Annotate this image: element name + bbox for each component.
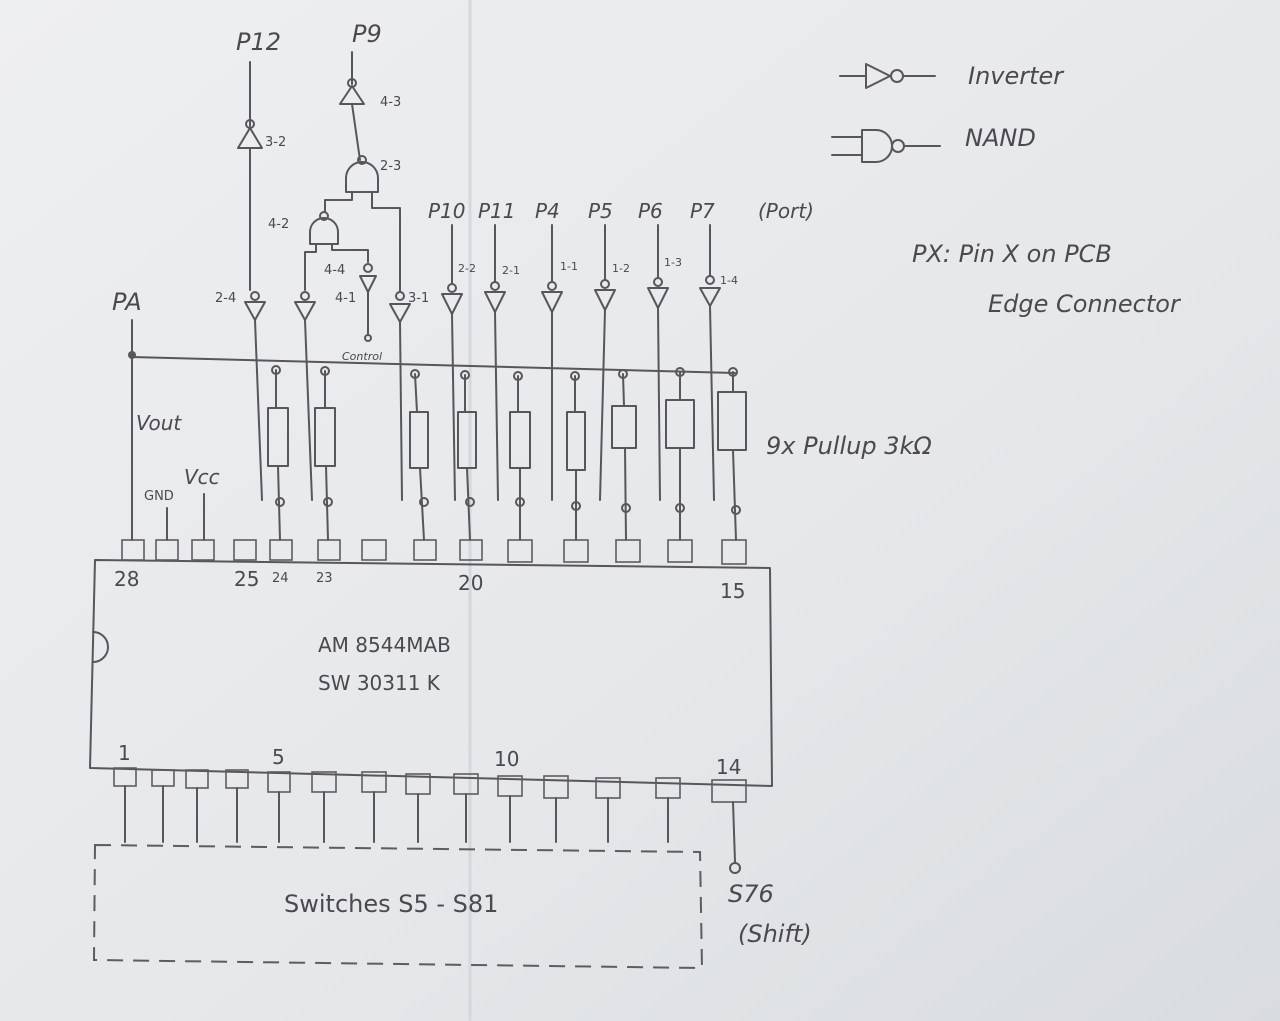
port-label-p9: P9 — [352, 20, 382, 48]
switch-box — [92, 843, 704, 970]
chip-top-pins — [121, 539, 747, 565]
gate-label-2-4: 2-4 — [215, 291, 236, 306]
gate-label-4-3: 4-3 — [380, 95, 401, 110]
legend-note-line2: Edge Connector — [988, 290, 1182, 318]
pullup-label: 9x Pullup 3kΩ — [766, 432, 932, 460]
pin-label-14: 14 — [716, 755, 741, 779]
gate-label-1-4: 1-4 — [720, 274, 738, 287]
gate-label-3-2: 3-2 — [265, 135, 286, 150]
chip-bottom-pins — [113, 767, 747, 863]
vcc-label: Vcc — [184, 465, 220, 489]
gate-label-3-1: 3-1 — [408, 291, 429, 306]
pullup-resistor — [457, 370, 477, 541]
pullup-resistor — [566, 371, 586, 541]
gate-label-2-1: 2-1 — [502, 264, 520, 277]
control-input — [364, 334, 372, 342]
pullup-resistor — [267, 365, 289, 541]
pin-label-24: 24 — [272, 571, 289, 586]
port-label-p6: P6 — [638, 199, 663, 223]
legend: Inverter NAND PX: Pin X on PCB Edge Conn… — [831, 62, 1182, 318]
switch-block: Switches S5 - S81 S76 (Shift) — [92, 843, 812, 970]
gate-label-4-4: 4-4 — [324, 263, 345, 278]
legend-nand-label: NAND — [965, 124, 1036, 152]
chip-body — [89, 559, 773, 787]
gate-label-1-1: 1-1 — [560, 260, 578, 273]
pin-label-1: 1 — [118, 741, 131, 765]
nand-4-2 — [309, 217, 339, 245]
port-labels: P12 P9 P10 P11 P4 P5 P6 P7 (Port) — [236, 20, 814, 223]
port-label-p12: P12 — [236, 28, 281, 56]
pullup-resistor — [717, 367, 747, 541]
pullup-rail — [131, 356, 736, 374]
gate-label-2-3: 2-3 — [380, 159, 401, 174]
pin-label-5: 5 — [272, 745, 285, 769]
port-label-p4: P4 — [535, 199, 560, 223]
inverter-4-4 — [359, 275, 377, 293]
port-label-p7: P7 — [690, 199, 715, 223]
gate-label-1-3: 1-3 — [664, 256, 682, 269]
shift-switch-id: S76 — [728, 880, 774, 908]
pa-label: PA — [112, 288, 142, 316]
pin-label-20: 20 — [458, 571, 483, 595]
port-label-p5: P5 — [588, 199, 613, 223]
vout-label: Vout — [136, 411, 182, 435]
chip-text-line1: AM 8544MAB — [318, 633, 451, 657]
gate-label-4-2: 4-2 — [268, 217, 289, 232]
pin-label-25: 25 — [234, 567, 259, 591]
inverter-2-1 — [484, 224, 506, 501]
pullup-resistor — [665, 367, 695, 541]
inverter-1-3 — [647, 224, 669, 501]
gate-label-4-1: 4-1 — [335, 291, 356, 306]
legend-inverter-label: Inverter — [968, 62, 1065, 90]
port-note: (Port) — [758, 199, 814, 223]
shift-note: (Shift) — [738, 920, 812, 948]
pin-label-28: 28 — [114, 567, 139, 591]
control-label: Control — [342, 350, 382, 363]
inverter-2-4 — [244, 291, 266, 501]
shift-terminal — [729, 862, 741, 874]
port-label-p11: P11 — [478, 199, 516, 223]
inverter-3-1 — [389, 291, 411, 501]
inverter-1-4 — [699, 224, 721, 501]
inverter-2-2 — [441, 224, 463, 501]
chip-text-line2: SW 30311 K — [318, 671, 441, 695]
pin-label-10: 10 — [494, 747, 519, 771]
pullup-resistor — [509, 371, 531, 541]
pin-label-15: 15 — [720, 579, 745, 603]
inverter-1-1 — [541, 224, 563, 501]
port-label-p10: P10 — [428, 199, 466, 223]
chip-notch — [92, 631, 109, 663]
inverter-3-2-bubble — [245, 119, 255, 129]
gnd-label: GND — [144, 489, 174, 504]
pullup-network: PA Vout — [112, 288, 932, 541]
gate-network: 3-2 4-3 2-3 4-2 4-4 Control 2- — [215, 51, 738, 501]
pullup-resistor — [409, 369, 429, 541]
inverter-1-2 — [594, 224, 616, 501]
inverter-4-1 — [294, 291, 316, 501]
pin-label-23: 23 — [316, 571, 333, 586]
ic-chip: AM 8544MAB SW 30311 K 28 25 24 23 20 15 — [89, 539, 773, 863]
nand-2-3 — [345, 161, 379, 193]
pullup-resistor — [314, 366, 336, 541]
gate-label-1-2: 1-2 — [612, 262, 630, 275]
legend-nand-symbol — [831, 129, 941, 163]
gate-label-2-2: 2-2 — [458, 262, 476, 275]
pullup-resistor — [611, 369, 637, 541]
switches-label: Switches S5 - S81 — [284, 890, 498, 918]
legend-note-line1: PX: Pin X on PCB — [912, 240, 1112, 268]
legend-inverter-symbol — [839, 63, 936, 89]
